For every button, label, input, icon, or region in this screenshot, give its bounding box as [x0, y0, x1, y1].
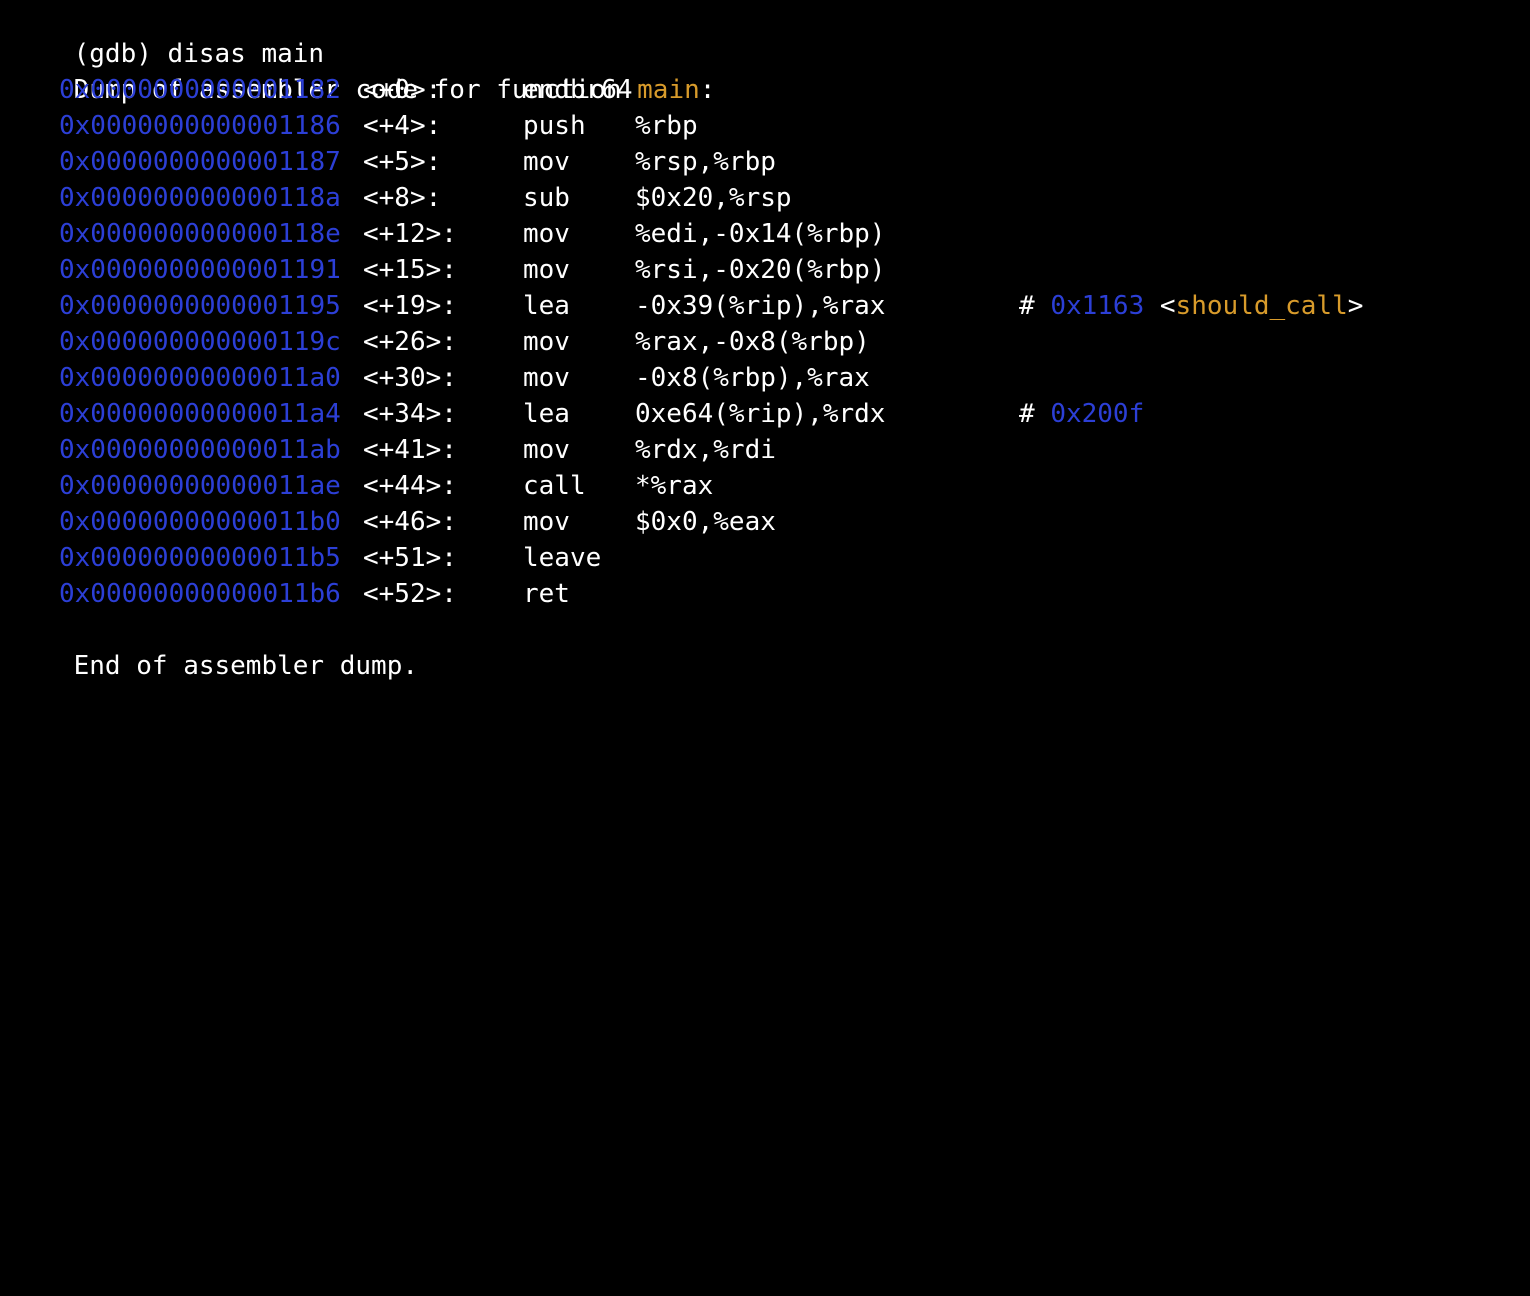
instruction-operands: %rdx,%rdi [635, 435, 776, 465]
instruction-address: 0x00000000000011ae [59, 471, 341, 501]
instruction-offset: <+5>: [363, 147, 442, 177]
instruction-offset: <+46>: [363, 507, 457, 537]
instruction-offset: <+19>: [363, 291, 457, 321]
instruction-mnemonic: mov [523, 507, 570, 537]
instruction-address: 0x00000000000011a4 [59, 399, 341, 429]
instruction-address: 0x00000000000011b5 [59, 543, 341, 573]
instruction-row: 0x00000000000011ae <+44>: call *%rax [11, 468, 713, 504]
instruction-address: 0x00000000000011ab [59, 435, 341, 465]
instruction-mnemonic: leave [523, 543, 602, 573]
instruction-row: 0x00000000000011b5 <+51>: leave [11, 540, 601, 576]
instruction-operands: $0x20,%rsp [635, 183, 792, 213]
instruction-operands: -0x8(%rbp),%rax [635, 363, 870, 393]
instruction-mnemonic: lea [523, 399, 570, 429]
instruction-operands: %rbp [635, 111, 698, 141]
instruction-row: 0x0000000000001191 <+15>: mov %rsi,-0x20… [11, 252, 885, 288]
instruction-row: 0x00000000000011a0 <+30>: mov -0x8(%rbp)… [11, 360, 870, 396]
instruction-mnemonic: ret [523, 579, 570, 609]
instruction-operands: *%rax [635, 471, 714, 501]
instruction-row: 0x00000000000011b6 <+52>: ret [11, 576, 570, 612]
instruction-comment: # 0x200f [1019, 396, 1144, 432]
instruction-mnemonic: endbr64 [523, 75, 633, 105]
comment-symbol: should_call [1175, 291, 1348, 321]
instruction-operands: -0x39(%rip),%rax [635, 291, 886, 321]
instruction-address: 0x000000000000118e [59, 219, 341, 249]
instruction-row: 0x0000000000001187 <+5>: mov %rsp,%rbp [11, 144, 776, 180]
instruction-address: 0x0000000000001187 [59, 147, 341, 177]
gdb-command-text: (gdb) disas main [73, 39, 325, 69]
instruction-offset: <+4>: [363, 111, 442, 141]
instruction-offset: <+52>: [363, 579, 457, 609]
instruction-offset: <+12>: [363, 219, 457, 249]
instruction-operands: %rsp,%rbp [635, 147, 776, 177]
instruction-mnemonic: mov [523, 255, 570, 285]
instruction-mnemonic: mov [523, 363, 570, 393]
instruction-operands: $0x0,%eax [635, 507, 776, 537]
instruction-row: 0x0000000000001182 <+0>: endbr64 [11, 72, 633, 108]
instruction-mnemonic: mov [523, 147, 570, 177]
disassembly-footer: End of assembler dump. [11, 612, 418, 681]
instruction-row: 0x0000000000001195 <+19>: lea -0x39(%rip… [11, 288, 1363, 324]
instruction-row: 0x00000000000011ab <+41>: mov %rdx,%rdi [11, 432, 776, 468]
function-name: main [637, 75, 700, 105]
instruction-mnemonic: sub [523, 183, 570, 213]
instruction-operands: 0xe64(%rip),%rdx [635, 399, 886, 429]
instruction-address: 0x0000000000001191 [59, 255, 341, 285]
instruction-row: 0x00000000000011a4 <+34>: lea 0xe64(%rip… [11, 396, 1144, 432]
instruction-offset: <+30>: [363, 363, 457, 393]
instruction-offset: <+8>: [363, 183, 442, 213]
gdb-command-line: (gdb) disas main [11, 0, 324, 69]
comment-hash: # [1019, 291, 1035, 321]
instruction-offset: <+15>: [363, 255, 457, 285]
instruction-address: 0x00000000000011a0 [59, 363, 341, 393]
instruction-comment: # 0x1163 <should_call> [1019, 288, 1363, 324]
instruction-mnemonic: push [523, 111, 586, 141]
instruction-offset: <+34>: [363, 399, 457, 429]
instruction-row: 0x000000000000119c <+26>: mov %rax,-0x8(… [11, 324, 870, 360]
instruction-operands: %rsi,-0x20(%rbp) [635, 255, 886, 285]
instruction-offset: <+0>: [363, 75, 442, 105]
instruction-address: 0x0000000000001186 [59, 111, 341, 141]
instruction-row: 0x000000000000118e <+12>: mov %edi,-0x14… [11, 216, 885, 252]
terminal-window[interactable]: (gdb) disas main Dump of assembler code … [0, 0, 1530, 681]
instruction-operands: %edi,-0x14(%rbp) [635, 219, 886, 249]
instruction-offset: <+41>: [363, 435, 457, 465]
instruction-row: 0x0000000000001186 <+4>: push %rbp [11, 108, 698, 144]
instruction-mnemonic: mov [523, 435, 570, 465]
symbol-open-bracket: < [1159, 291, 1176, 321]
instruction-address: 0x000000000000119c [59, 327, 341, 357]
header-prefix: Dump of assembler code for function [73, 75, 638, 105]
instruction-mnemonic: lea [523, 291, 570, 321]
instruction-mnemonic: mov [523, 327, 570, 357]
instruction-address: 0x0000000000001195 [59, 291, 341, 321]
instruction-address: 0x000000000000118a [59, 183, 341, 213]
header-suffix: : [699, 75, 716, 105]
instruction-offset: <+44>: [363, 471, 457, 501]
instruction-mnemonic: call [523, 471, 586, 501]
instruction-row: 0x00000000000011b0 <+46>: mov $0x0,%eax [11, 504, 776, 540]
instruction-address: 0x0000000000001182 [59, 75, 341, 105]
instruction-mnemonic: mov [523, 219, 570, 249]
instruction-operands: %rax,-0x8(%rbp) [635, 327, 870, 357]
instruction-address: 0x00000000000011b0 [59, 507, 341, 537]
comment-address: 0x200f [1050, 399, 1145, 429]
comment-hash: # [1019, 399, 1035, 429]
comment-address: 0x1163 [1050, 291, 1145, 321]
instruction-address: 0x00000000000011b6 [59, 579, 341, 609]
instruction-offset: <+51>: [363, 543, 457, 573]
instruction-row: 0x000000000000118a <+8>: sub $0x20,%rsp [11, 180, 792, 216]
instruction-offset: <+26>: [363, 327, 457, 357]
symbol-close-bracket: > [1347, 291, 1364, 321]
footer-text: End of assembler dump. [73, 651, 418, 681]
disassembly-header: Dump of assembler code for function main… [11, 36, 716, 105]
